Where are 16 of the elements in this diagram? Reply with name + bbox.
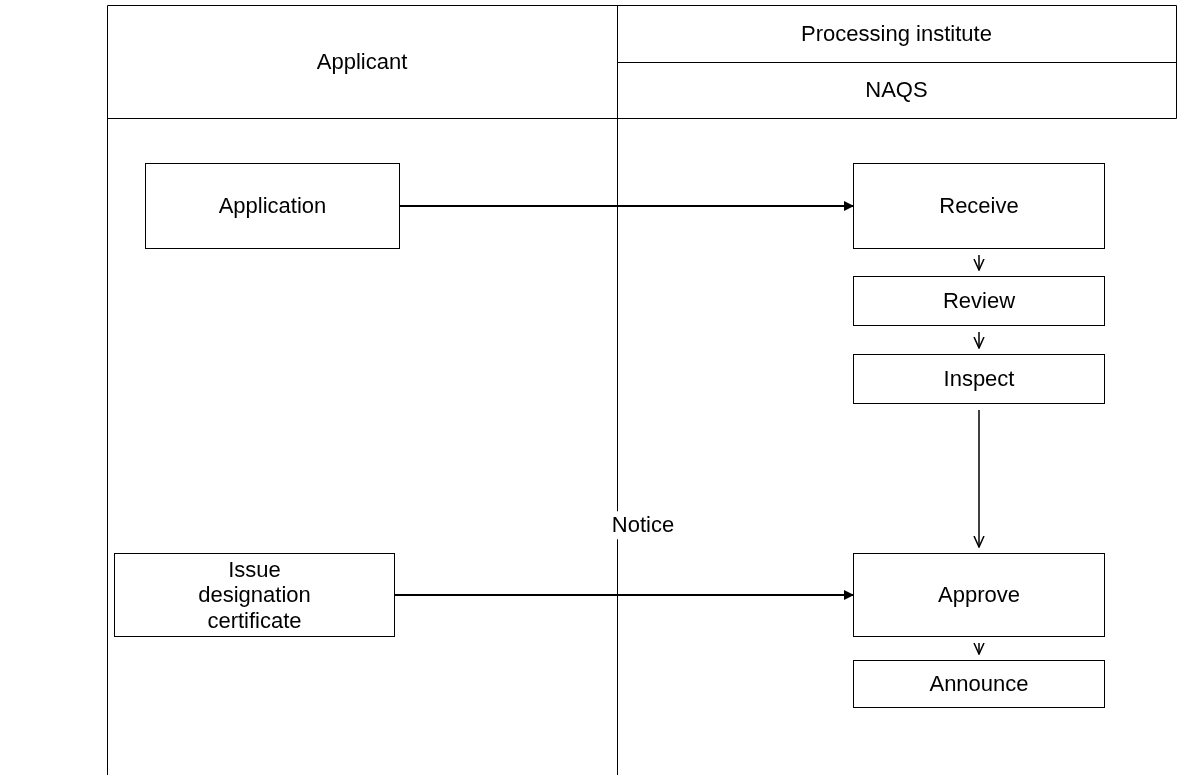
arrow	[973, 409, 985, 548]
column-header: Applicant	[316, 47, 408, 76]
arrow	[973, 331, 985, 349]
arrow	[394, 590, 854, 600]
process-box: Issue designation certificate	[114, 553, 395, 637]
process-box: Receive	[853, 163, 1105, 249]
process-box: Approve	[853, 553, 1105, 637]
column-header: NAQS	[865, 76, 928, 104]
arrow	[973, 642, 985, 655]
process-box: Review	[853, 276, 1105, 326]
arrow	[973, 254, 985, 271]
column-header: Processing institute	[801, 19, 992, 48]
process-box: Application	[145, 163, 400, 249]
process-box: Announce	[853, 660, 1105, 708]
process-box: Inspect	[853, 354, 1105, 404]
arrow	[399, 201, 854, 211]
